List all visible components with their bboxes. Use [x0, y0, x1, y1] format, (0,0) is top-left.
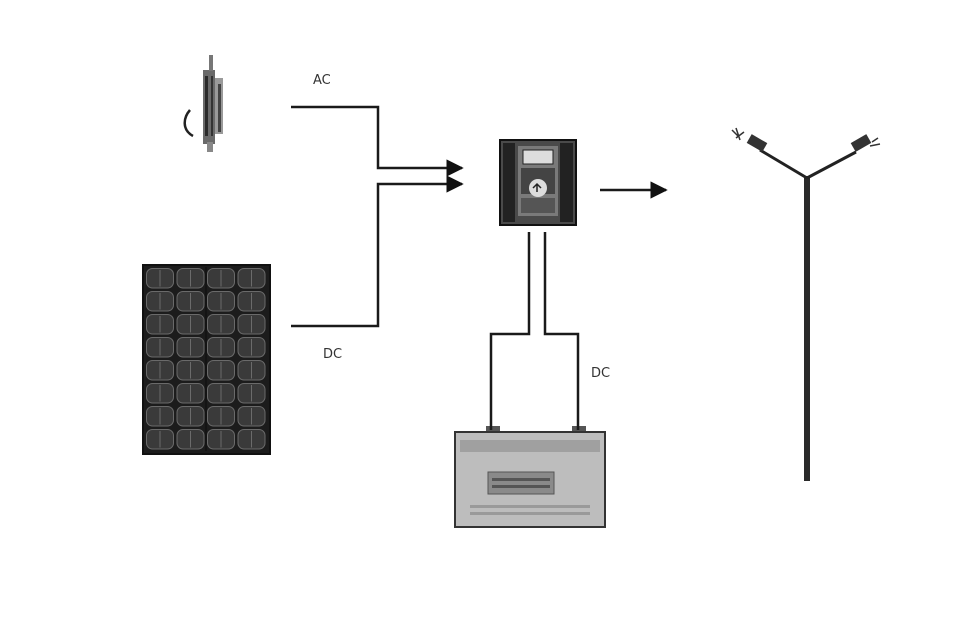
dc-input-wire: [291, 175, 464, 328]
dc-battery-label: DC: [591, 366, 610, 381]
battery-icon: [454, 426, 606, 528]
wind-turbine-icon: [183, 55, 223, 152]
battery-wire: [489, 232, 580, 430]
solar-panel-icon: [142, 264, 271, 455]
street-light-icon: [731, 127, 881, 481]
ac-input-wire: [291, 105, 464, 177]
charge-controller-icon: [499, 139, 577, 226]
dc-input-label: DC: [323, 347, 342, 362]
ac-input-label: AC: [313, 73, 331, 88]
